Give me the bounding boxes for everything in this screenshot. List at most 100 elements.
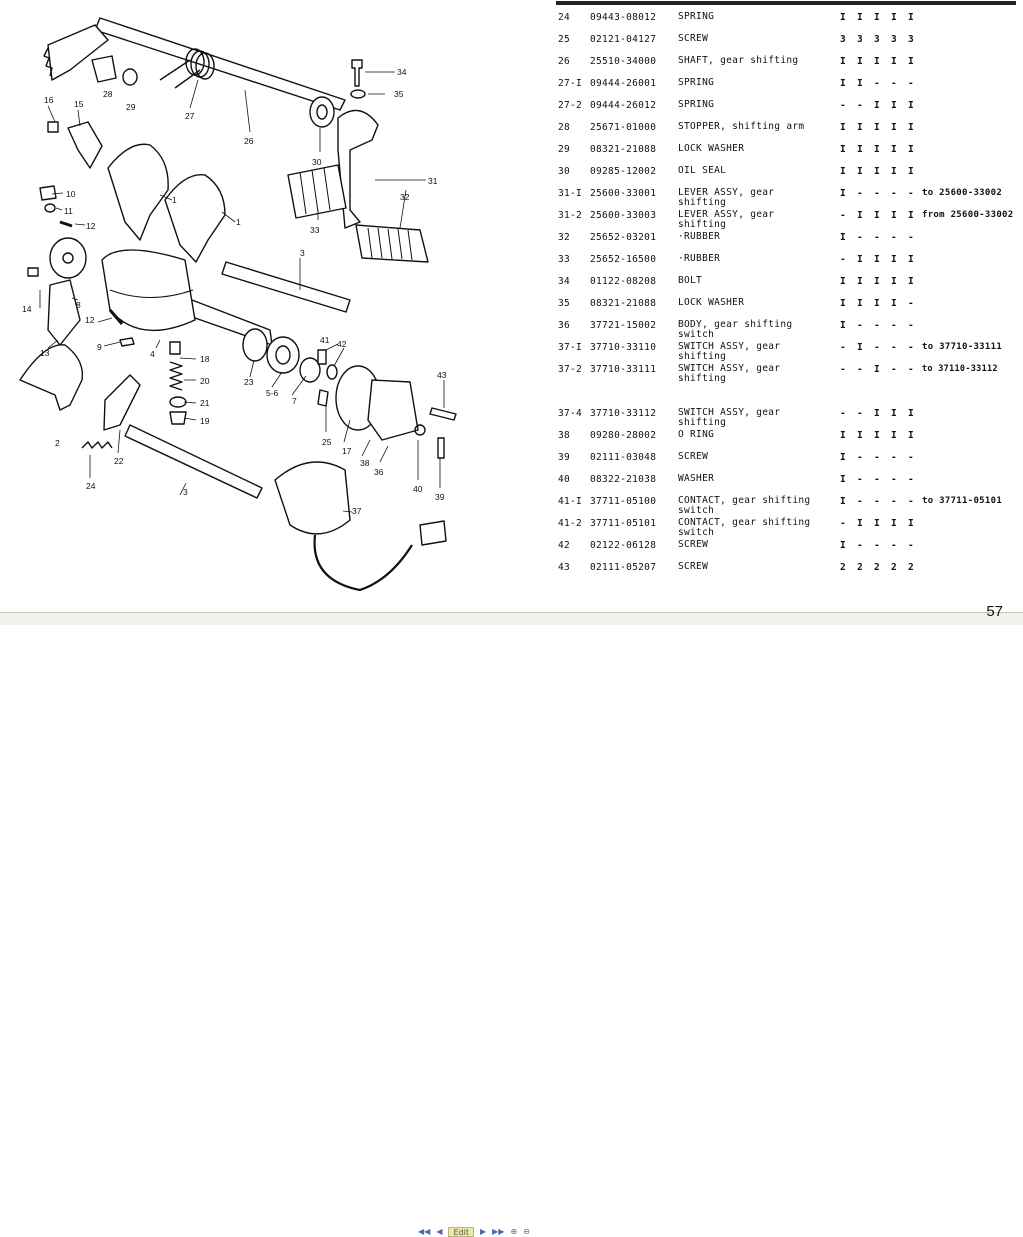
callout-label: 31 (428, 176, 438, 186)
callout-label: 1 (236, 217, 241, 227)
qty-cell: - (873, 78, 881, 89)
switch-37-wire (313, 534, 413, 592)
qty-cell: - (907, 320, 915, 331)
qty-cell: - (856, 188, 864, 199)
qty-cell: I (856, 166, 864, 177)
callout-label: 19 (200, 416, 210, 426)
part-description: CONTACT, gear shifting switch (678, 495, 811, 516)
washer-7 (299, 357, 321, 383)
remark: to 37711-05101 (922, 496, 1003, 506)
ring-11 (44, 203, 56, 213)
callout-label: 28 (103, 89, 113, 99)
qty-cell: - (856, 496, 864, 507)
qty-cell: I (856, 430, 864, 441)
qty-cell: 3 (873, 34, 881, 45)
qty-cell: - (890, 342, 898, 353)
next-page-button[interactable]: ▶ (479, 1227, 487, 1236)
callout-label: 4 (150, 349, 155, 359)
part-description: LOCK WASHER (678, 143, 745, 154)
shift-fork-1a (107, 143, 169, 241)
callout-label: 34 (397, 67, 407, 77)
qty-cell: I (839, 276, 847, 287)
first-page-button[interactable]: ◀◀ (418, 1227, 431, 1236)
qty-cell: I (873, 430, 881, 441)
qty-cell: - (890, 364, 898, 375)
qty-cell: I (856, 298, 864, 309)
qty-cell: I (873, 12, 881, 23)
ref-number: 36 (558, 320, 571, 331)
part-description: O RING (678, 429, 715, 440)
qty-cell: - (907, 364, 915, 375)
last-page-button[interactable]: ▶▶ (492, 1227, 505, 1236)
spring-27 (159, 48, 215, 89)
ref-number: 37-4 (558, 408, 583, 419)
lock-washer-29 (122, 68, 138, 86)
qty-cell: - (839, 364, 847, 375)
qty-cell: I (907, 276, 915, 287)
spring-24 (81, 441, 113, 449)
qty-cell: I (890, 100, 898, 111)
part-description: SWITCH ASSY, gear shifting (678, 341, 781, 362)
ref-number: 38 (558, 430, 571, 441)
prev-page-button[interactable]: ◀ (436, 1227, 443, 1236)
callout-label: 3 (183, 487, 188, 497)
part-number: 02111-05207 (590, 562, 657, 573)
part-number: 25510-34000 (590, 56, 657, 67)
ref-number: 24 (558, 12, 571, 23)
qty-cell: - (890, 320, 898, 331)
shift-fork-2 (19, 344, 84, 411)
part-description: LEVER ASSY, gear shifting (678, 209, 775, 230)
arm-22 (103, 374, 141, 431)
ref-number: 29 (558, 144, 571, 155)
rubber-33 (287, 164, 347, 219)
screw-39 (437, 437, 445, 459)
washer-23 (242, 328, 268, 362)
callout-label: 32 (400, 192, 410, 202)
qty-cell: I (856, 78, 864, 89)
callout-label: 7 (292, 396, 297, 406)
shift-fork-1b (164, 174, 226, 263)
qty-cell: - (839, 210, 847, 221)
part-number: 08322-21038 (590, 474, 657, 485)
qty-cell: 3 (907, 34, 915, 45)
qty-cell: I (890, 254, 898, 265)
qty-cell: - (873, 342, 881, 353)
qty-cell: I (890, 56, 898, 67)
qty-cell: I (890, 518, 898, 529)
qty-cell: I (839, 430, 847, 441)
qty-cell: I (856, 276, 864, 287)
qty-cell: - (907, 298, 915, 309)
qty-cell: - (873, 320, 881, 331)
qty-cell: I (890, 430, 898, 441)
qty-cell: I (907, 122, 915, 133)
qty-cell: I (856, 144, 864, 155)
callout-label: 18 (200, 354, 210, 364)
qty-cell: I (839, 474, 847, 485)
ref-number: 42 (558, 540, 571, 551)
qty-cell: - (890, 188, 898, 199)
qty-cell: - (890, 474, 898, 485)
qty-cell: I (890, 276, 898, 287)
zoom-in-icon[interactable]: ⊕ (510, 1227, 518, 1236)
qty-cell: - (890, 78, 898, 89)
part-description: STOPPER, shifting arm (678, 121, 805, 132)
edit-mode-button[interactable]: Edit (448, 1227, 474, 1237)
qty-cell: - (907, 496, 915, 507)
screw-42 (326, 364, 338, 380)
qty-cell: - (890, 232, 898, 243)
callout-label: 35 (394, 89, 404, 99)
part-number: 37711-05100 (590, 496, 657, 507)
callout-label: 25 (322, 437, 332, 447)
qty-cell: - (907, 474, 915, 485)
qty-cell: - (856, 540, 864, 551)
qty-cell: I (856, 122, 864, 133)
zoom-out-icon[interactable]: ⊖ (523, 1227, 530, 1236)
part-description: LEVER ASSY, gear shifting (678, 187, 775, 208)
shift-arm-plate (47, 24, 109, 81)
